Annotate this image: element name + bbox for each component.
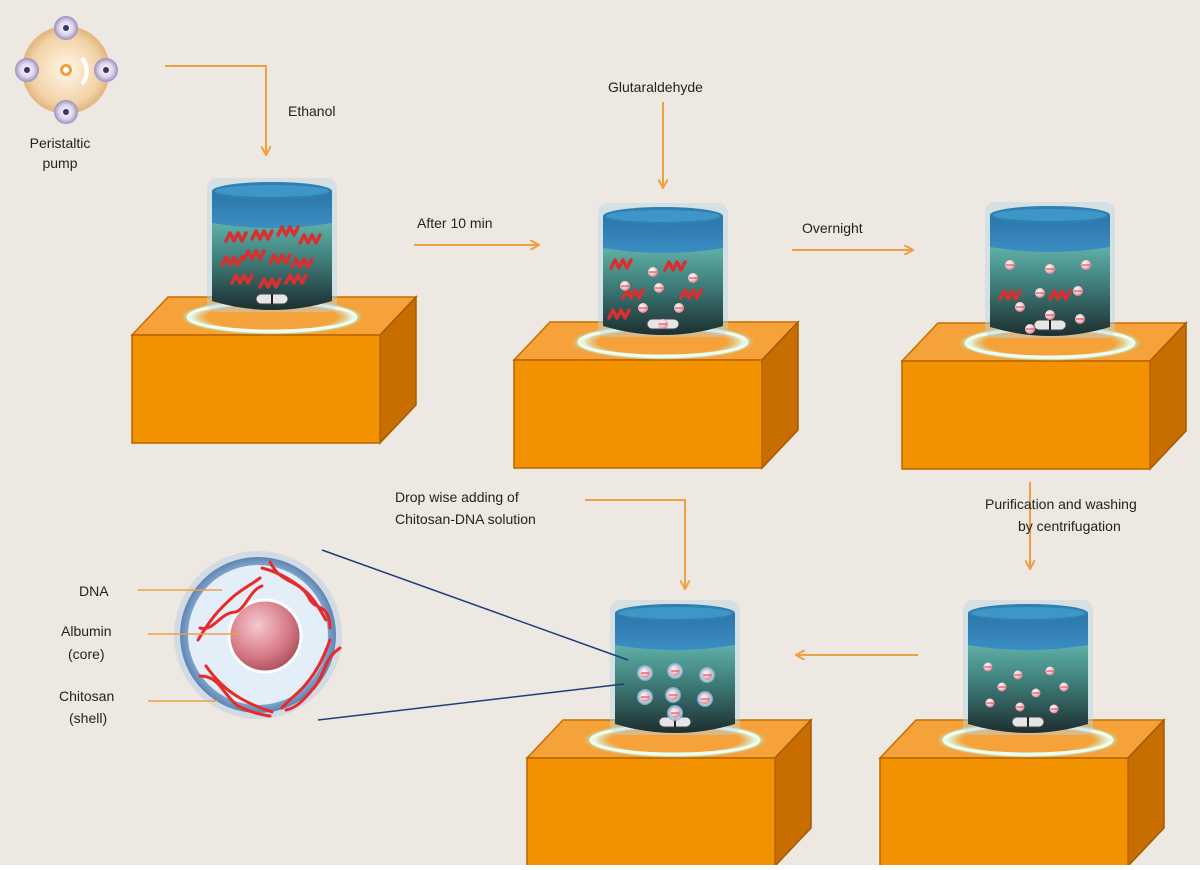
after-10-min-label: After 10 min bbox=[417, 215, 492, 231]
albumin-label-line2: (core) bbox=[68, 646, 105, 662]
dna-label: DNA bbox=[79, 583, 109, 599]
ethanol-label: Ethanol bbox=[288, 103, 335, 119]
stirrer-front bbox=[131, 334, 381, 444]
peristaltic-pump-label-line2: pump bbox=[42, 155, 77, 171]
beaker-contents bbox=[607, 258, 703, 329]
chitosan-label-line2: (shell) bbox=[69, 710, 107, 726]
arrow-ethanol bbox=[165, 65, 266, 154]
dna-strands-icon bbox=[196, 560, 342, 718]
purification-label-line1: Purification and washing bbox=[985, 496, 1137, 512]
overnight-label: Overnight bbox=[802, 220, 863, 236]
stirrer-5 bbox=[878, 600, 1166, 868]
stirrer-front bbox=[526, 757, 776, 867]
nanoparticle-detail bbox=[174, 551, 342, 719]
drop-wise-label-line1: Drop wise adding of bbox=[395, 489, 519, 505]
beaker-contents bbox=[998, 260, 1091, 334]
peristaltic-pump-label-line1: Peristaltic bbox=[30, 135, 91, 151]
stirrer-4 bbox=[525, 600, 813, 868]
arrow-drop-wise bbox=[585, 499, 685, 588]
glutaraldehyde-label: Glutaraldehyde bbox=[608, 79, 703, 95]
zoom-line-bottom bbox=[317, 683, 625, 721]
stirrer-front bbox=[513, 359, 763, 469]
albumin-core bbox=[227, 598, 303, 674]
chitosan-label-line1: Chitosan bbox=[59, 688, 114, 704]
albumin-label-line1: Albumin bbox=[61, 623, 112, 639]
beaker-contents bbox=[637, 663, 715, 721]
stirrer-front bbox=[901, 360, 1151, 470]
beaker-contents bbox=[220, 225, 322, 289]
zoom-line-top bbox=[321, 549, 629, 661]
stirrer-2 bbox=[512, 203, 800, 470]
stirrer-3 bbox=[900, 202, 1188, 471]
peristaltic-pump-icon bbox=[15, 16, 118, 124]
purification-label-line2: by centrifugation bbox=[1018, 518, 1121, 534]
beaker-contents bbox=[983, 662, 1069, 714]
drop-wise-label-line2: Chitosan-DNA solution bbox=[395, 511, 536, 527]
stirrer-front bbox=[879, 757, 1129, 867]
stirrer-1 bbox=[130, 178, 418, 445]
